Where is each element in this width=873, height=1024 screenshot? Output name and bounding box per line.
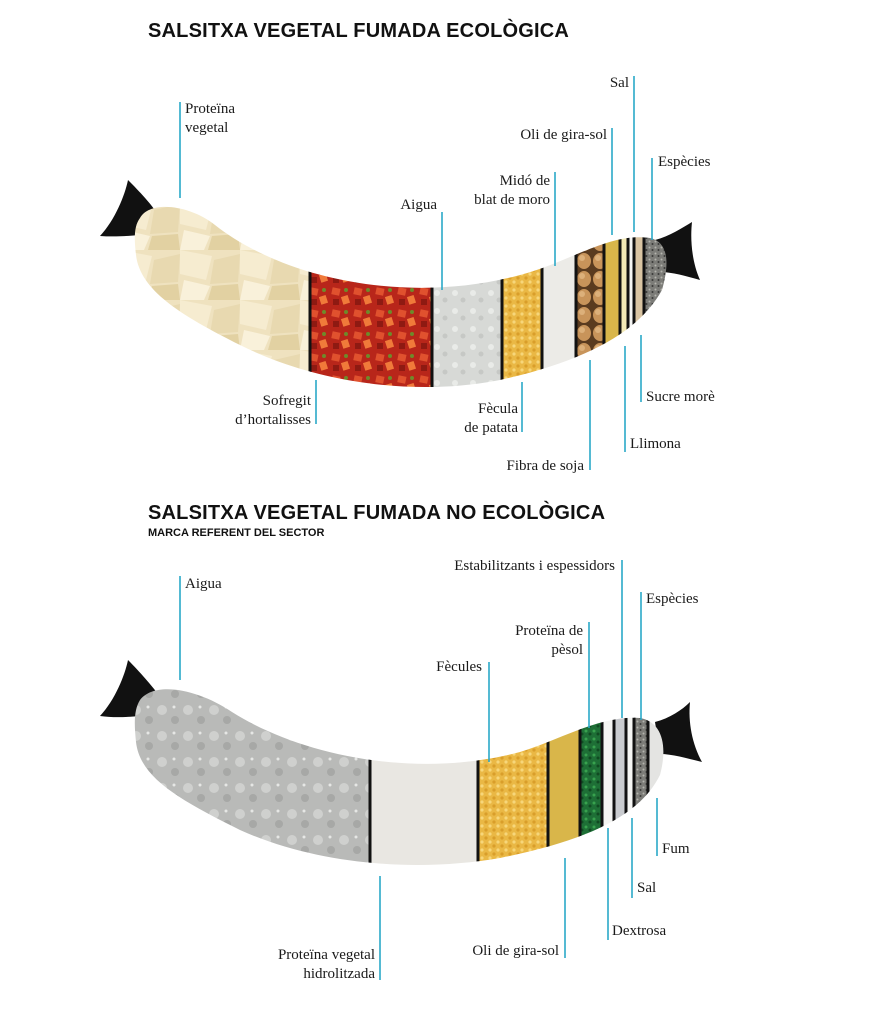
label-fibra-soja: Fibra de soja <box>506 458 584 474</box>
label-fecula-patata: Fècula de patata <box>464 401 518 436</box>
segment-sal-2 <box>626 689 634 865</box>
segment-fecula-patata <box>502 206 542 388</box>
label-especies: Espècies <box>658 154 711 170</box>
label-llimona: Llimona <box>630 436 681 452</box>
label-sal: Sal <box>609 75 629 91</box>
label-estabilitzants: Estabilitzants i espessidors <box>454 558 615 574</box>
leaders-2 <box>179 560 658 980</box>
label-fum: Fum <box>662 841 690 857</box>
segment-pesol <box>580 689 602 865</box>
segment-proteina-hidrolitzada <box>370 689 478 865</box>
label-oli: Oli de gira-sol <box>520 127 607 143</box>
diagram-1-title: SALSITXA VEGETAL FUMADA ECOLÒGICA <box>148 20 570 42</box>
segment-oli-2 <box>548 689 580 865</box>
segment-mido <box>542 206 576 388</box>
label-aigua-2: Aigua <box>185 576 222 592</box>
diagram-2-title: SALSITXA VEGETAL FUMADA NO ECOLÒGICA <box>148 502 606 524</box>
label-sucre: Sucre morè <box>646 389 715 405</box>
leaders-1 <box>179 76 653 470</box>
segment-sucre <box>634 206 644 388</box>
label-pesol: Proteïna de pèsol <box>515 623 583 658</box>
label-dextrosa: Dextrosa <box>612 923 667 939</box>
label-fecules: Fècules <box>436 659 482 675</box>
sausage-2 <box>100 560 702 980</box>
diagram-2-subtitle: MARCA REFERENT DEL SECTOR <box>148 527 325 539</box>
segment-aigua-2 <box>134 689 370 865</box>
segment-sal <box>628 206 634 388</box>
sausage-2-right-tip <box>655 702 702 762</box>
label-oli-2: Oli de gira-sol <box>472 943 559 959</box>
label-sofregit: Sofregit d’hortalisses <box>235 393 311 428</box>
segment-proteina-vegetal <box>134 206 310 388</box>
label-proteina-vegetal: Proteïna vegetal <box>185 101 235 136</box>
segment-dextrosa <box>602 689 614 865</box>
label-aigua: Aigua <box>400 197 437 213</box>
label-especies-2: Espècies <box>646 591 699 607</box>
label-proteina-hidrolitzada: Proteïna vegetal hidrolitzada <box>277 947 375 982</box>
segment-llimona <box>620 206 628 388</box>
segment-especies <box>644 206 667 388</box>
label-sal-2: Sal <box>637 880 657 896</box>
segment-estabilitzants <box>614 689 626 865</box>
label-mido: Midó de blat de moro <box>474 173 550 208</box>
segment-sofregit <box>310 206 432 388</box>
